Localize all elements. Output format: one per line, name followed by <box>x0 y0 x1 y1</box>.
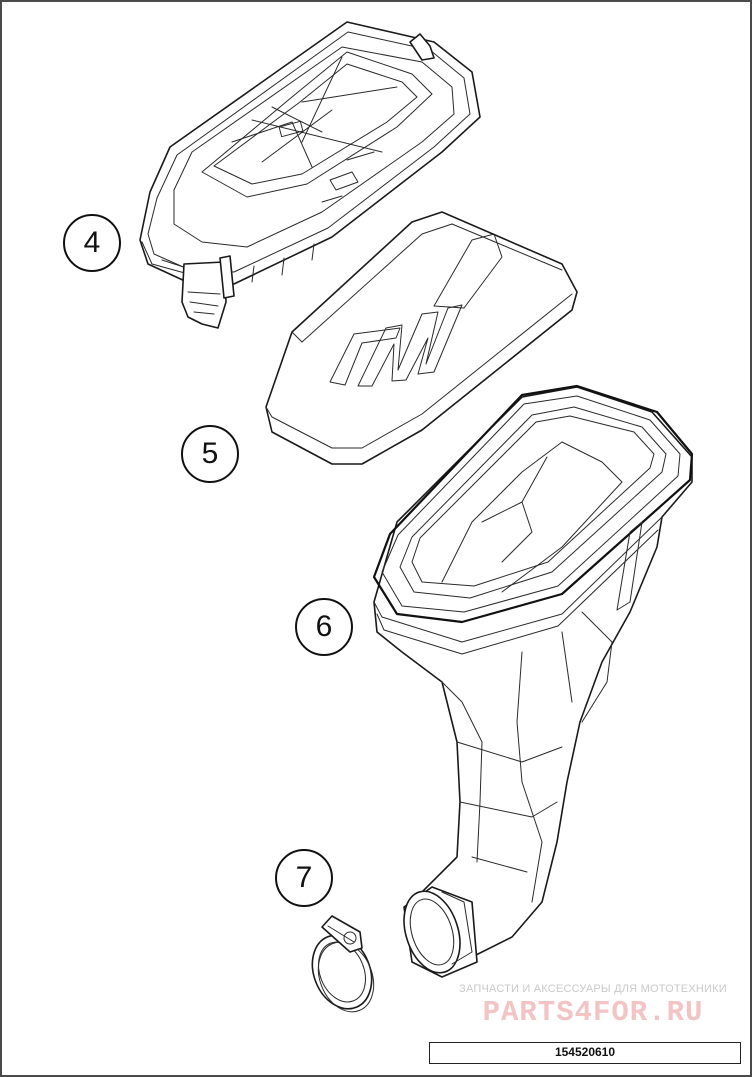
watermark-tagline: ЗАПЧАСТИ И АКСЕССУАРЫ ДЛЯ МОТОТЕХНИКИ <box>459 983 727 995</box>
callout-circle-4 <box>63 214 121 272</box>
callout-circle-6 <box>295 598 353 656</box>
callout-7-label: 7 <box>295 861 313 894</box>
callout-circle-5 <box>181 425 239 483</box>
watermark-logo: PARTS4FOR.RU <box>482 996 704 1029</box>
callout-4-label: 4 <box>83 226 101 259</box>
air-filter-box <box>372 384 694 978</box>
callout-circles <box>63 214 353 907</box>
ktm-emboss <box>329 233 503 387</box>
callout-circle-7 <box>275 849 333 907</box>
hose-clamp <box>311 915 375 1013</box>
air-filter-box-cover <box>139 21 481 329</box>
callout-5-label: 5 <box>201 437 219 470</box>
drawing-code-label: 154520610 <box>429 1042 741 1064</box>
air-filter-element <box>265 211 578 465</box>
callout-6-label: 6 <box>315 610 333 643</box>
